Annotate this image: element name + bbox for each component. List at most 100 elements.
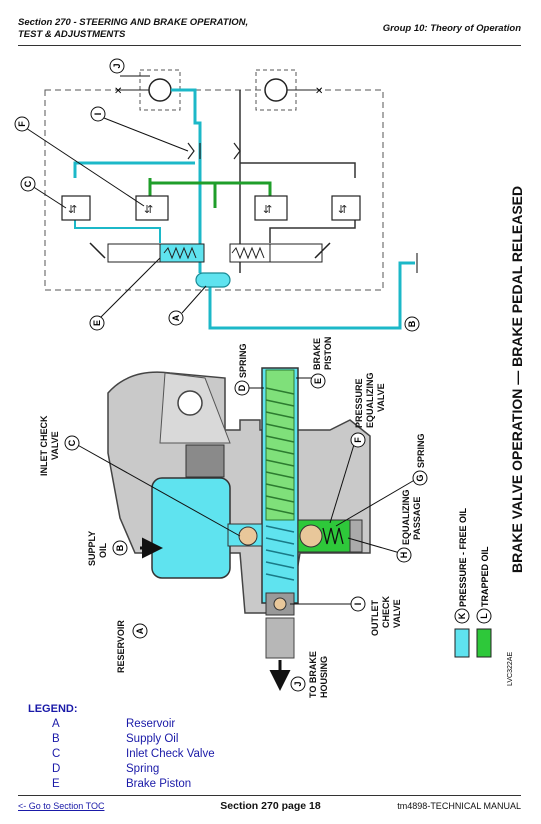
svg-text:I: I [353,603,363,606]
callout-g: G [412,470,428,486]
svg-text:HOUSING: HOUSING [319,656,329,698]
callout-leaders [25,75,419,605]
pump-left [148,78,172,102]
section-header: Section 270 - STEERING AND BRAKE OPERATI… [18,17,248,41]
section-toc-link[interactable]: <- Go to Section TOC [18,801,105,811]
footer-divider [18,795,521,796]
svg-text:H: H [399,552,409,559]
svg-text:J: J [293,681,303,686]
page-number: Section 270 page 18 [220,800,321,812]
legend-key: C [52,748,61,760]
legend-key: E [52,778,60,790]
svg-text:VALVE: VALVE [376,383,386,412]
key-trapped: TRAPPED OIL [480,546,490,607]
manual-id: tm4898-TECHNICAL MANUAL [397,801,521,811]
svg-text:PASSAGE: PASSAGE [412,497,422,540]
svg-text:B: B [115,544,125,551]
svg-text:BRAKE: BRAKE [312,338,322,370]
svg-text:VALVE: VALVE [392,599,402,628]
svg-text:TO BRAKE: TO BRAKE [308,651,318,698]
svg-text:F: F [353,437,363,443]
svg-text:E: E [92,320,102,326]
callout-j: J [290,676,306,692]
color-key: PRESSURE - FREE OIL TRAPPED OIL LVC322AE [454,507,514,686]
svg-text:INLET CHECK: INLET CHECK [39,415,49,476]
figure-title: BRAKE VALVE OPERATION — BRAKE PEDAL RELE… [509,186,525,573]
valve-boundary [44,89,384,291]
key-swatch-trapped [476,628,492,658]
brake-valve-diagram: ✕ ✕ ⇵ ⇵ ⇵ ⇵ [14,58,525,698]
svg-text:EQUALIZING: EQUALIZING [401,490,411,546]
callout-a-top: A [168,310,184,326]
svg-text:EQUALIZING: EQUALIZING [365,373,375,429]
svg-text:F: F [17,121,27,127]
callout-b: B [112,540,128,556]
legend-value: Reservoir [126,718,176,730]
callout-h: H [396,547,412,563]
svg-text:C: C [67,439,77,446]
legend-value: Brake Piston [126,778,192,790]
svg-text:G: G [415,474,425,481]
svg-text:⇵: ⇵ [144,204,153,216]
group-title: Group 10: Theory of Operation [382,23,521,34]
label-spring: SPRING [238,343,248,378]
legend-key: A [52,718,60,730]
svg-text:⇵: ⇵ [263,204,272,216]
callout-b-top: B [404,316,420,332]
callout-a: A [132,623,148,639]
header-divider [18,45,521,46]
svg-text:SUPPLY: SUPPLY [87,531,97,566]
valve-cutaway [107,367,371,691]
svg-text:A: A [135,627,145,634]
svg-text:J: J [112,63,122,68]
equalizer-reservoir [195,272,231,288]
svg-text:OIL: OIL [98,542,108,558]
svg-text:A: A [171,314,181,321]
callout-labels: SPRING BRAKE PISTON PRESSURE EQUALIZING … [39,337,426,698]
svg-text:E: E [313,378,323,384]
callout-k: K [454,608,470,624]
section-title-line1: Section 270 - STEERING AND BRAKE OPERATI… [18,17,249,28]
section-title-line2: TEST & ADJUSTMENTS [18,29,126,40]
pump-right [264,78,288,102]
hydraulic-schematic: ✕ ✕ ⇵ ⇵ ⇵ ⇵ [44,69,418,330]
callout-f-top: F [14,116,30,132]
svg-text:RESERVOIR: RESERVOIR [116,620,126,673]
svg-text:PISTON: PISTON [323,337,333,370]
svg-text:VALVE: VALVE [50,431,60,460]
callout-i-top: I [90,106,106,122]
svg-text:⇵: ⇵ [338,204,347,216]
key-swatch-pressure-free [454,628,470,658]
figure-code: LVC322AE [507,652,514,686]
svg-text:CHECK: CHECK [381,595,391,628]
svg-text:OUTLET: OUTLET [370,600,380,636]
callout-letters: J I F C E A B D E F G H C B A I J K L [14,58,492,692]
legend-value: Inlet Check Valve [126,748,215,760]
svg-text:B: B [407,320,417,327]
svg-text:✕: ✕ [114,86,122,97]
svg-text:I: I [93,113,103,116]
callout-j-top: J [109,58,125,74]
callout-l: L [476,608,492,624]
svg-text:⇵: ⇵ [68,204,77,216]
callout-c-top: C [20,176,36,192]
callout-f: F [350,432,366,448]
legend-title: LEGEND: [28,703,78,715]
legend-value: Supply Oil [126,733,179,745]
callout-e: E [310,373,326,389]
svg-text:D: D [237,384,247,391]
svg-text:PRESSURE: PRESSURE [354,378,364,428]
svg-text:C: C [23,180,33,187]
callout-c: C [64,435,80,451]
callout-i: I [350,596,366,612]
svg-text:✕: ✕ [315,86,323,97]
legend-value: Spring [126,763,160,775]
legend-key: B [52,733,60,745]
svg-text:K: K [457,612,467,619]
legend-key: D [52,763,61,775]
callout-e-top: E [89,315,105,331]
key-pressure-free: PRESSURE - FREE OIL [458,507,468,607]
callout-d: D [234,380,250,396]
svg-text:L: L [479,613,489,619]
svg-text:SPRING: SPRING [416,433,426,468]
